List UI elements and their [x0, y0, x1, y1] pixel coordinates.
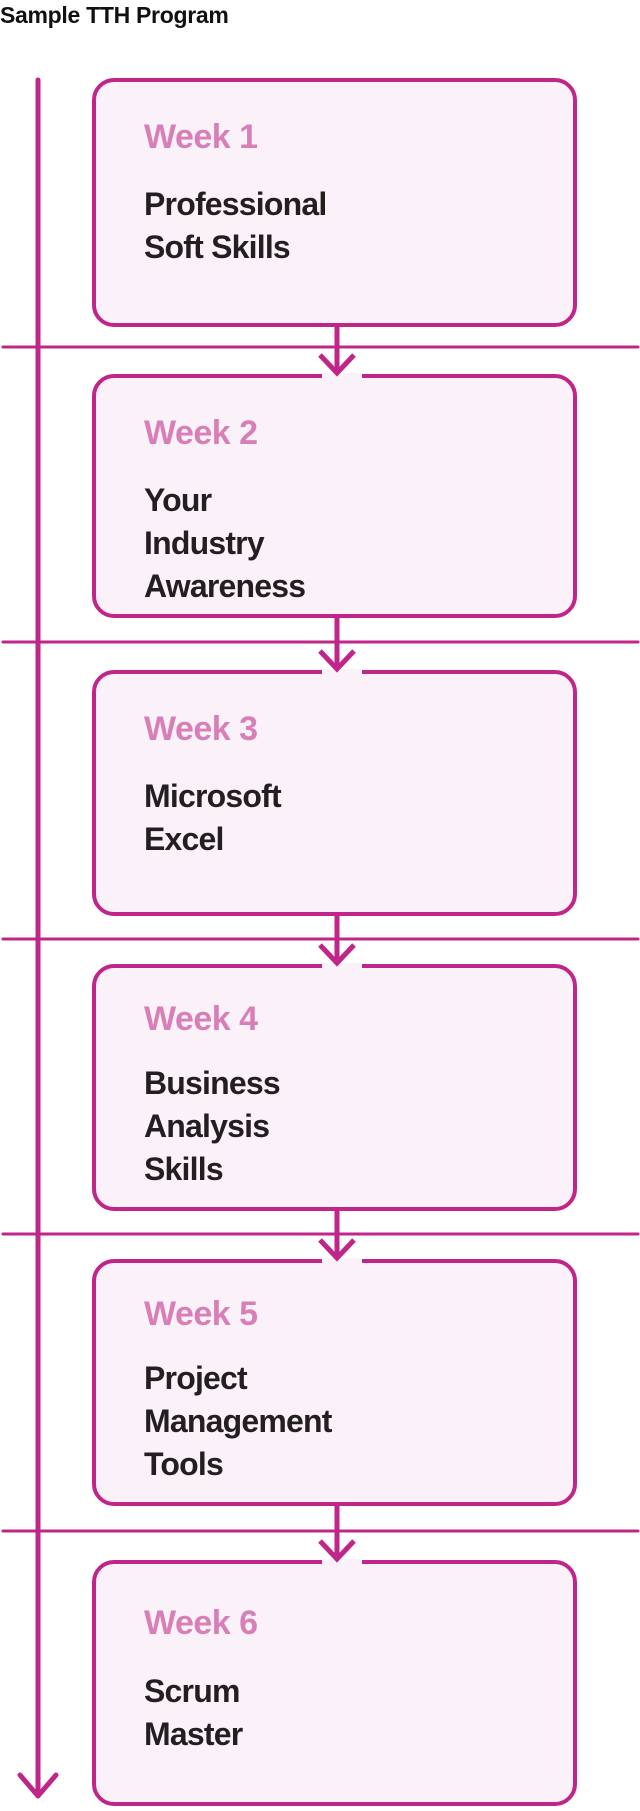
week-label: Week 3: [144, 710, 258, 748]
week-topic: Project Management Tools: [144, 1360, 332, 1482]
week-label: Week 5: [144, 1295, 258, 1333]
week-topic: Your Industry Awareness: [144, 482, 306, 604]
week-card-4: Week 4 Business Analysis Skills: [92, 963, 577, 1211]
week-label: Week 2: [144, 414, 258, 452]
week-card-1: Week 1 Professional Soft Skills: [92, 78, 577, 327]
week-card-3: Week 3 Microsoft Excel: [92, 669, 577, 916]
week-card-2: Week 2 Your Industry Awareness: [92, 373, 577, 618]
week-label: Week 4: [144, 1000, 258, 1038]
week-card-5: Week 5 Project Management Tools: [92, 1258, 577, 1506]
week-topic: Scrum Master: [144, 1673, 243, 1752]
page-title: Sample TTH Program: [0, 2, 229, 28]
timeline-arrow-head-icon: [17, 1772, 59, 1799]
week-label: Week 1: [144, 118, 258, 156]
week-label: Week 6: [144, 1604, 258, 1642]
week-topic: Professional Soft Skills: [144, 186, 327, 265]
week-topic: Business Analysis Skills: [144, 1065, 281, 1187]
week-topic: Microsoft Excel: [144, 778, 282, 857]
week-card-6: Week 6 Scrum Master: [92, 1559, 577, 1806]
